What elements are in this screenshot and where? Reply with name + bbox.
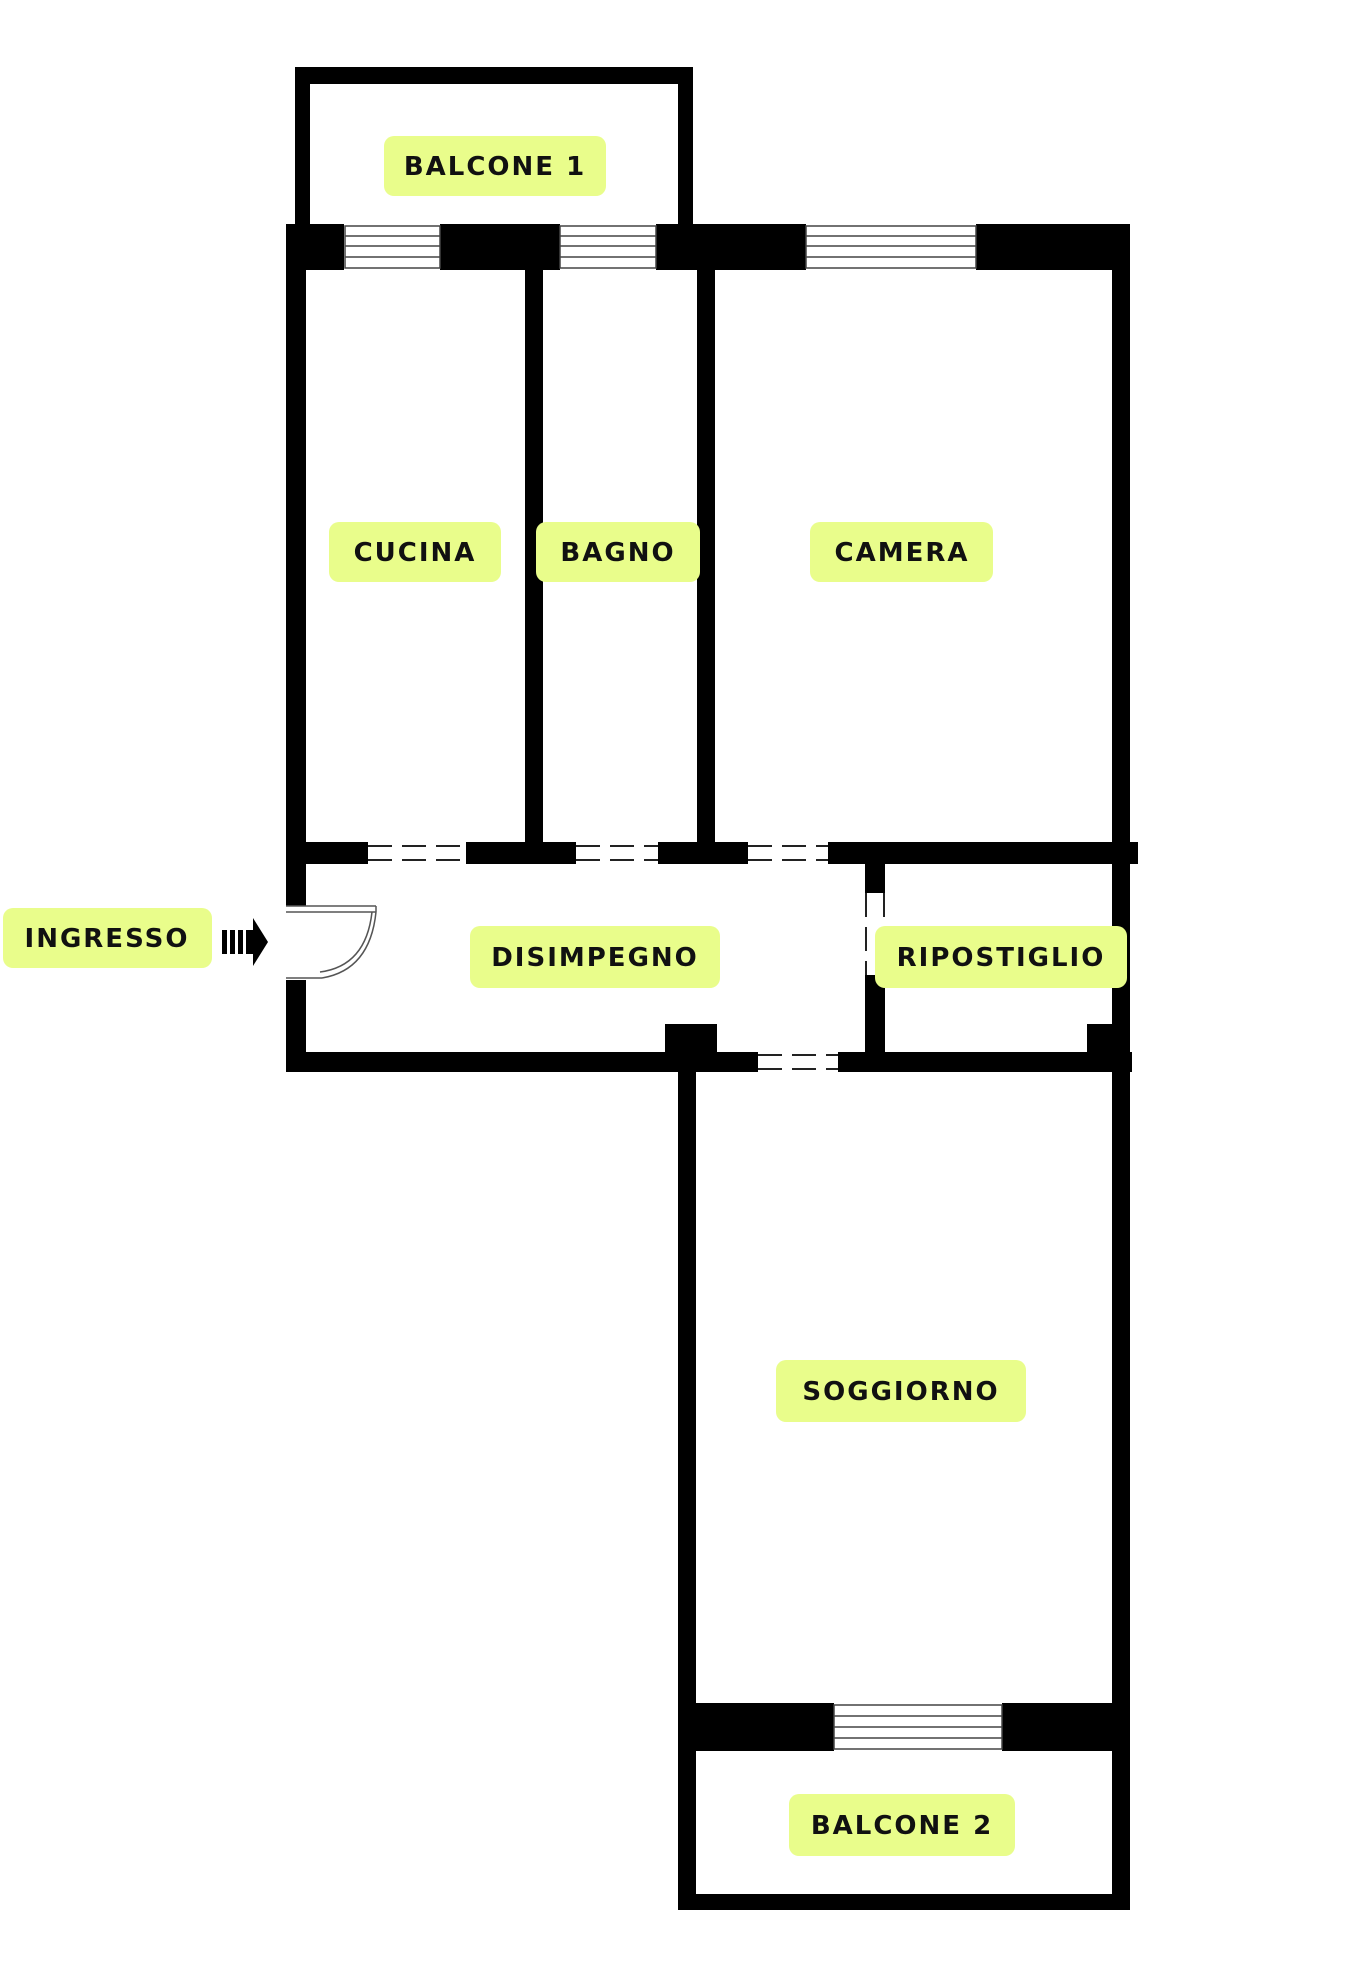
label-text: BALCONE 2 bbox=[811, 1811, 993, 1841]
room-label-ingresso: INGRESSO bbox=[3, 908, 212, 968]
door-openings bbox=[368, 845, 885, 1070]
room-label-disimpegno: DISIMPEGNO bbox=[470, 926, 720, 988]
label-text: BAGNO bbox=[560, 538, 675, 568]
entrance-arrow-icon bbox=[222, 918, 268, 966]
label-text: BALCONE 1 bbox=[404, 152, 586, 182]
label-text: INGRESSO bbox=[25, 924, 190, 954]
label-text: RIPOSTIGLIO bbox=[897, 943, 1106, 973]
label-text: CUCINA bbox=[354, 538, 477, 568]
room-label-balcone-2: BALCONE 2 bbox=[789, 1794, 1015, 1856]
label-text: DISIMPEGNO bbox=[491, 943, 699, 973]
room-label-ripostiglio: RIPOSTIGLIO bbox=[875, 926, 1127, 988]
room-label-cucina: CUCINA bbox=[329, 522, 501, 582]
room-label-bagno: BAGNO bbox=[536, 522, 700, 582]
windows bbox=[344, 225, 1003, 1750]
walls bbox=[286, 67, 1138, 1910]
room-label-camera: CAMERA bbox=[810, 522, 993, 582]
label-text: SOGGIORNO bbox=[802, 1377, 999, 1407]
door-swing-icon bbox=[286, 905, 377, 979]
room-label-balcone-1: BALCONE 1 bbox=[384, 136, 606, 196]
room-label-soggiorno: SOGGIORNO bbox=[776, 1360, 1026, 1422]
label-text: CAMERA bbox=[835, 538, 970, 568]
